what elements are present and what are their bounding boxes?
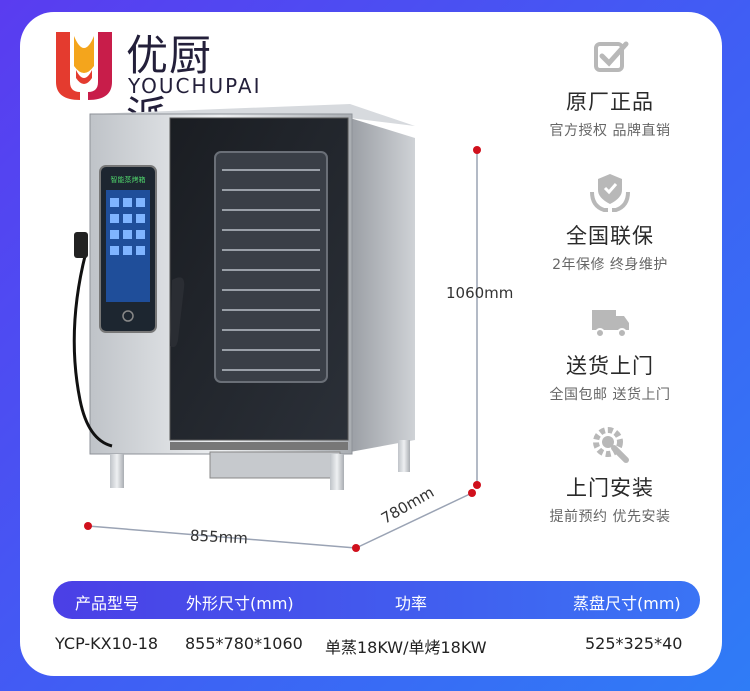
feature-subtitle: 官方授权 品牌直销 xyxy=(549,123,671,139)
oven-leg xyxy=(398,440,410,472)
header-dimensions: 外形尺寸(mm) xyxy=(186,594,294,613)
brand-logo: 优厨派 YOUCHUPAI xyxy=(52,26,260,141)
delivery-truck-icon xyxy=(592,310,629,338)
spray-gun-icon[interactable] xyxy=(74,232,88,258)
feature-genuine: 原厂正品 官方授权 品牌直销 xyxy=(515,36,705,140)
width-dimension-label: 855mm xyxy=(189,526,249,548)
home-button-icon[interactable] xyxy=(122,310,134,322)
feature-title: 全国联保 xyxy=(566,224,654,248)
header-tray-size: 蒸盘尺寸(mm) xyxy=(573,594,681,613)
shower-hose xyxy=(72,251,113,448)
header-power: 功率 xyxy=(395,594,428,613)
cell-model: YCP-KX10-18 xyxy=(55,634,159,653)
oven-window xyxy=(214,151,328,383)
spec-table-row: YCP-KX10-18 855*780*1060 单蒸18KW/单烤18KW 5… xyxy=(0,634,750,664)
oven-side-panel xyxy=(350,118,415,452)
door-handle[interactable] xyxy=(170,277,185,348)
feature-subtitle: 提前预约 优先安装 xyxy=(549,509,671,525)
shield-hands-icon xyxy=(590,174,630,212)
oven-racks xyxy=(222,169,320,371)
oven-leg xyxy=(110,454,124,488)
brand-name-en: YOUCHUPAI xyxy=(128,74,262,98)
screen-title: 智能蒸烤箱 xyxy=(111,175,146,184)
feature-warranty: 全国联保 2年保修 终身维护 xyxy=(515,170,705,274)
check-badge-icon xyxy=(594,41,629,72)
feature-title: 上门安装 xyxy=(566,476,654,500)
screen-app-icons xyxy=(110,198,145,255)
feature-installation: 上门安装 提前预约 优先安装 xyxy=(515,422,705,526)
feature-delivery: 送货上门 全国包邮 送货上门 xyxy=(515,300,705,404)
dimension-markers xyxy=(84,146,481,552)
dimension-lines xyxy=(87,150,478,549)
oven-leg xyxy=(330,454,344,490)
feature-subtitle: 全国包邮 送货上门 xyxy=(549,387,671,403)
cell-dimensions: 855*780*1060 xyxy=(185,634,303,653)
height-dimension-label: 1060mm xyxy=(446,284,514,302)
oven-illustration: 智能蒸烤箱 xyxy=(72,104,481,552)
feature-subtitle: 2年保修 终身维护 xyxy=(552,257,668,273)
header-model: 产品型号 xyxy=(75,594,140,613)
feature-title: 送货上门 xyxy=(566,354,654,378)
gear-wrench-icon xyxy=(593,427,629,463)
cell-power: 单蒸18KW/单烤18KW xyxy=(325,638,487,657)
feature-title: 原厂正品 xyxy=(566,90,654,114)
brand-logo-mark-icon xyxy=(56,32,112,100)
cell-tray-size: 525*325*40 xyxy=(585,634,683,653)
spec-table-header: 产品型号 外形尺寸(mm) 功率 蒸盘尺寸(mm) xyxy=(53,581,700,619)
